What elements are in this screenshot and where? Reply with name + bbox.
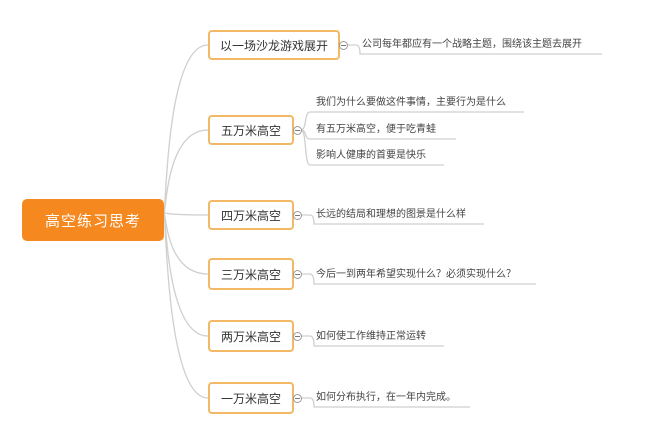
leaf-topic[interactable]: 有五万米高空，便于吃青蛙 bbox=[316, 124, 436, 135]
leaf-underline bbox=[301, 335, 444, 347]
leaf-topic[interactable]: 我们为什么要做这件事情，主要行为是什么 bbox=[316, 97, 506, 108]
leaf-topic[interactable]: 如何分布执行，在一年内完成。 bbox=[316, 392, 456, 403]
root-to-branch-line bbox=[163, 212, 209, 399]
root-label: 高空练习思考 bbox=[44, 211, 141, 230]
branch-label: 三万米高空 bbox=[220, 267, 281, 282]
leaf-underline bbox=[347, 44, 602, 55]
branch-node[interactable]: 五万米高空 bbox=[208, 115, 294, 145]
branch-label: 四万米高空 bbox=[220, 208, 281, 223]
branch-node[interactable]: 两万米高空 bbox=[208, 320, 294, 352]
leaf-topic[interactable]: 影响人健康的首要是快乐 bbox=[316, 150, 426, 161]
leaf-topic[interactable]: 如何使工作维持正常运转 bbox=[316, 331, 426, 342]
leaf-topic[interactable]: 公司每年都应有一个战略主题，围绕该主题去展开 bbox=[362, 39, 582, 50]
root-to-branch-line bbox=[163, 44, 209, 214]
branch-node[interactable]: 四万米高空 bbox=[208, 200, 294, 230]
branch-node[interactable]: 三万米高空 bbox=[208, 258, 294, 290]
leaf-underline bbox=[301, 273, 536, 285]
root-to-branch-line bbox=[163, 212, 209, 216]
root-node[interactable]: 高空练习思考 bbox=[22, 199, 164, 241]
branch-label: 一万米高空 bbox=[220, 391, 281, 406]
collapse-toggle-icon[interactable] bbox=[293, 332, 302, 341]
branch-node[interactable]: 一万米高空 bbox=[208, 382, 294, 414]
collapse-toggle-icon[interactable] bbox=[293, 126, 302, 135]
leaf-topic[interactable]: 长远的结局和理想的图景是什么样 bbox=[316, 209, 466, 220]
leaf-underline bbox=[301, 397, 470, 408]
collapse-toggle-icon[interactable] bbox=[293, 394, 302, 403]
root-to-branch-line bbox=[163, 129, 209, 214]
collapse-toggle-icon[interactable] bbox=[339, 41, 348, 50]
branch-label: 五万米高空 bbox=[220, 123, 281, 138]
root-to-branch-line bbox=[163, 212, 209, 275]
leaf-underline bbox=[301, 214, 484, 225]
branch-node[interactable]: 以一场沙龙游戏展开 bbox=[208, 30, 340, 60]
branch-label: 两万米高空 bbox=[220, 329, 281, 344]
collapse-toggle-icon[interactable] bbox=[293, 211, 302, 220]
leaf-topic[interactable]: 今后一到两年希望实现什么？必须实现什么？ bbox=[316, 269, 516, 280]
root-to-branch-line bbox=[163, 212, 209, 337]
collapse-toggle-icon[interactable] bbox=[293, 270, 302, 279]
leaf-underline bbox=[300, 111, 524, 131]
leaf-underline bbox=[300, 129, 444, 166]
branch-label: 以一场沙龙游戏展开 bbox=[219, 38, 328, 53]
